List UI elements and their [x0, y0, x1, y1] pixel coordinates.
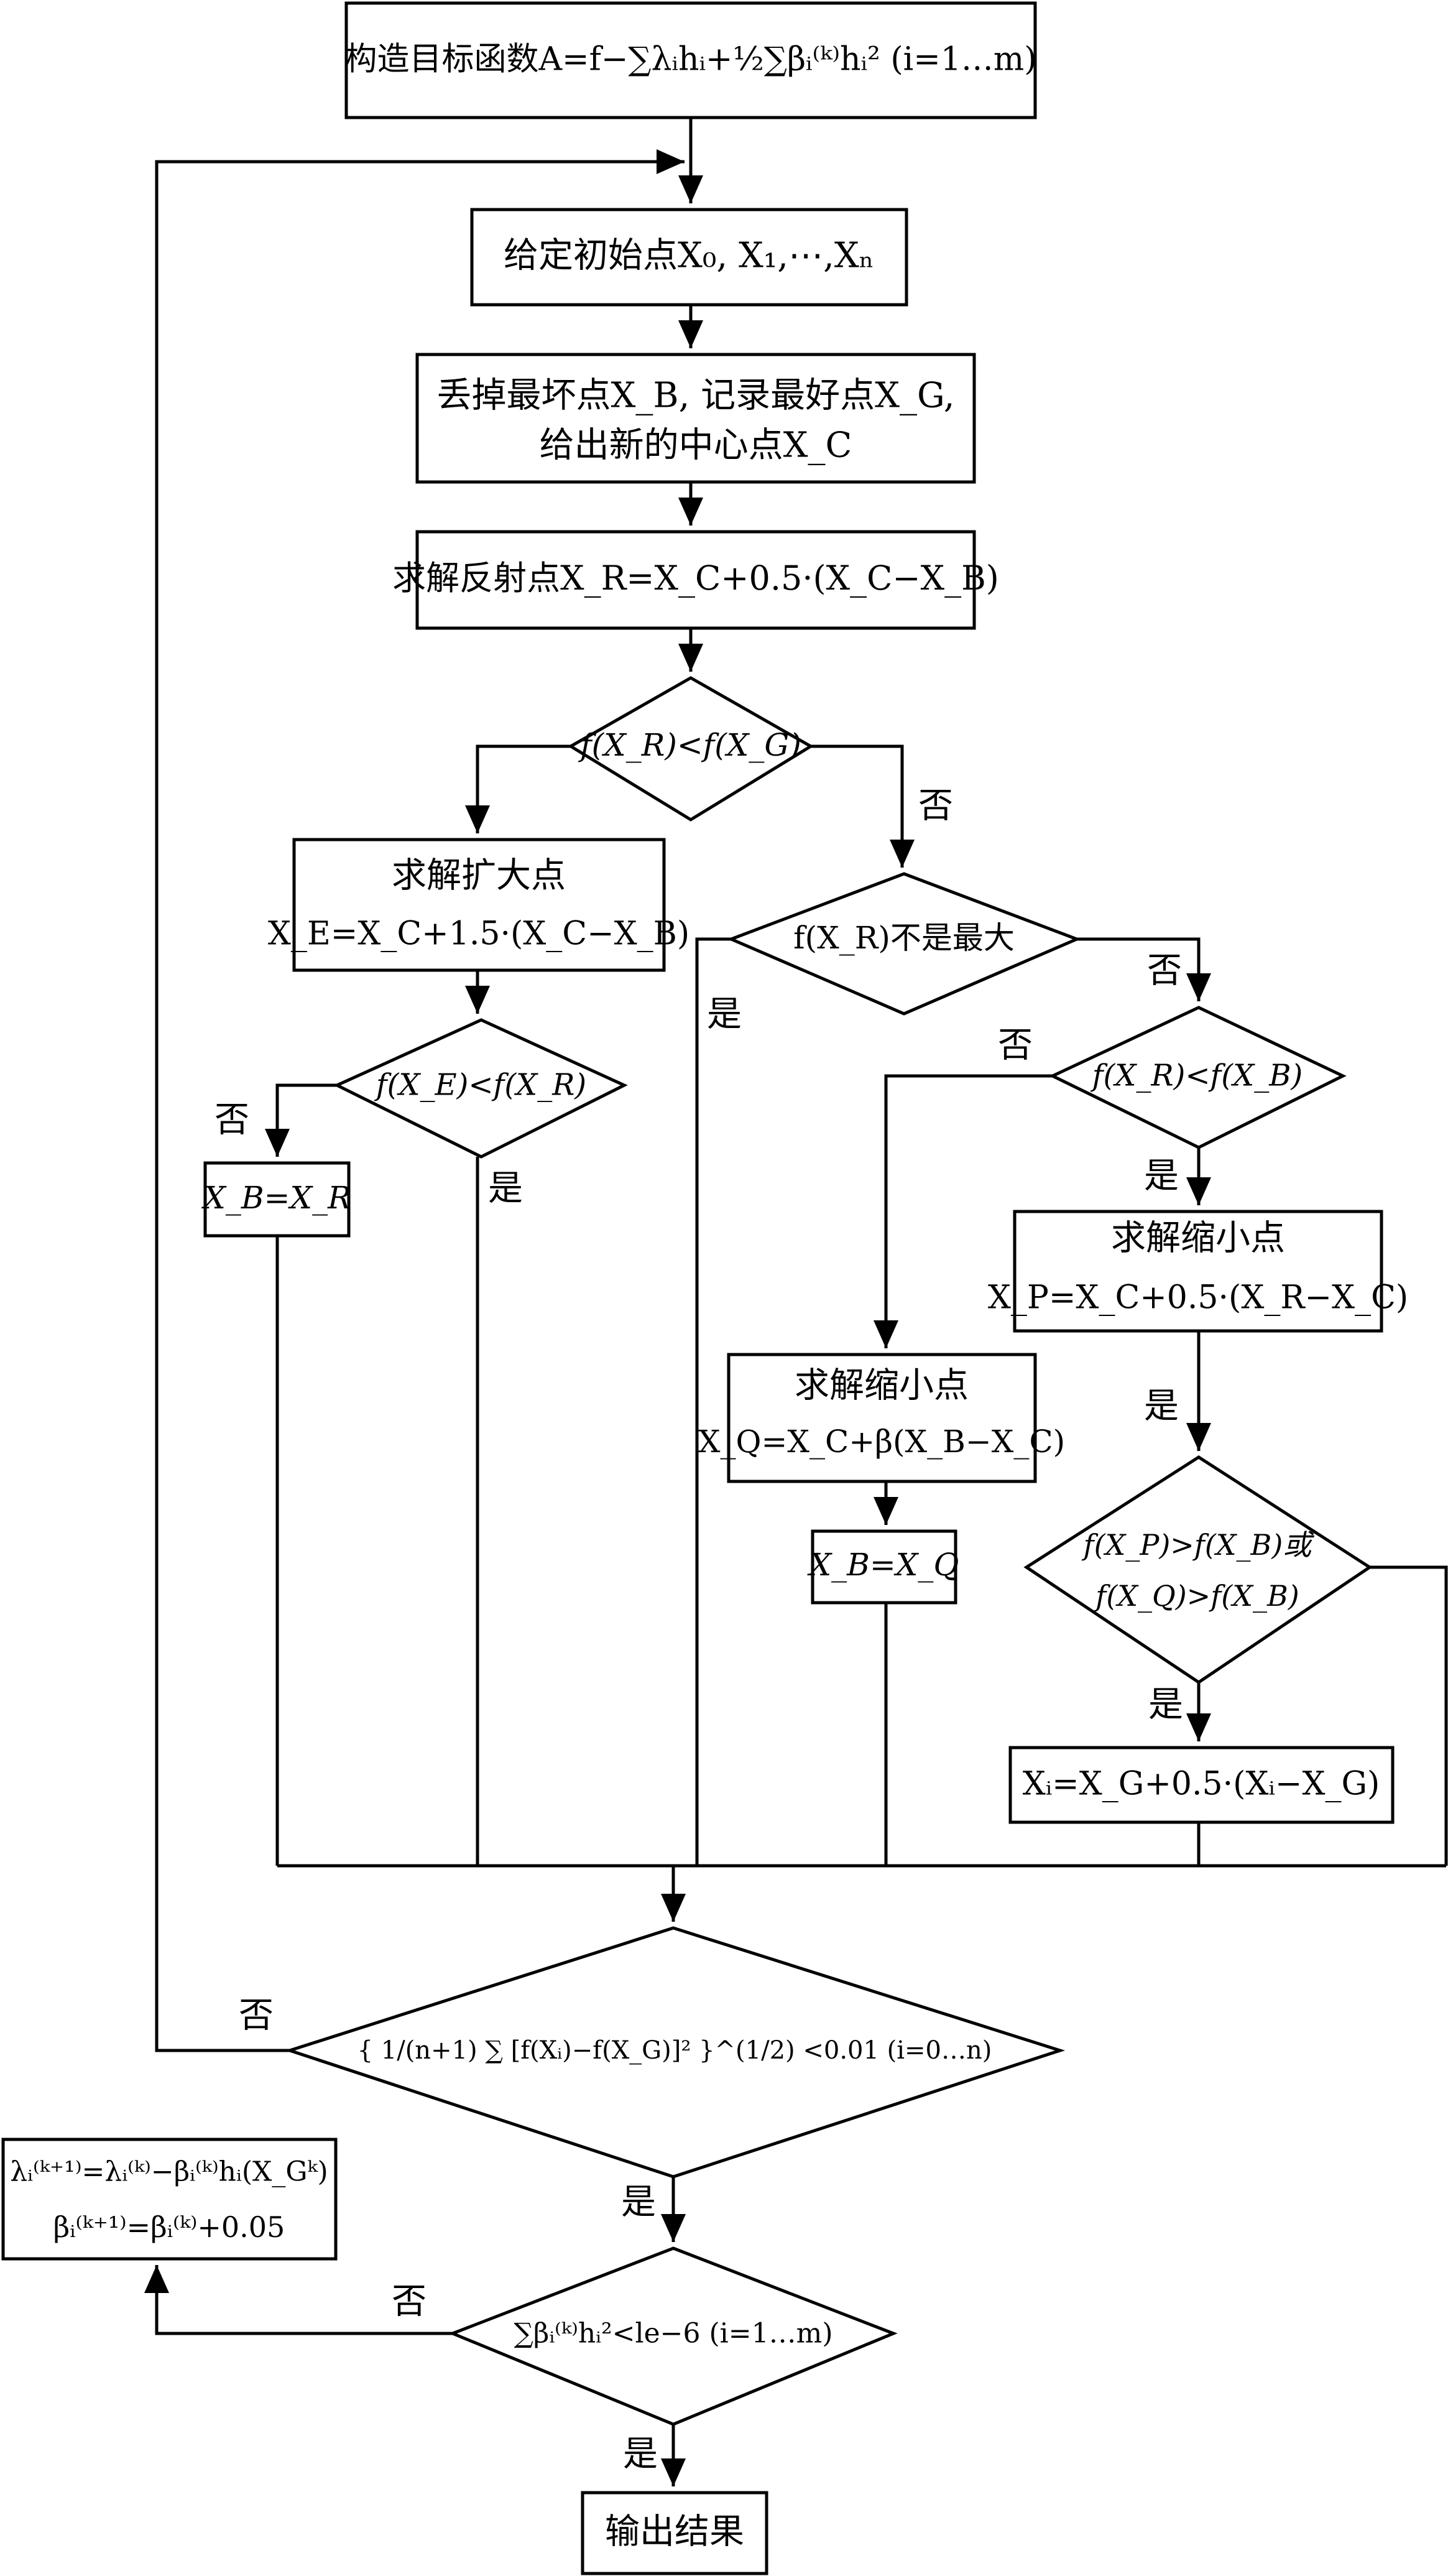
reflect-text: 求解反射点X_R=X_C+0.5·(X_C−X_B)	[392, 558, 999, 598]
cond-expand-text: f(X_E)<f(X_R)	[374, 1068, 586, 1103]
shrink-p-formula: X_P=X_C+0.5·(X_R−X_C)	[988, 1279, 1408, 1317]
expand-formula: X_E=X_C+1.5·(X_C−X_B)	[268, 915, 689, 953]
cond-notmax-diamond: f(X_R)不是最大	[727, 872, 1081, 1016]
label-no-converge: 否	[239, 1996, 274, 2036]
label-no-expand: 否	[214, 1100, 249, 1141]
label-yes-penalty: 是	[623, 2434, 658, 2475]
branch-labels: 否 否 是 否 否 是 是 是 是 否 是 否 是	[214, 786, 1183, 2475]
cond-pq-diamond: f(X_P)>f(X_B)或 f(X_Q)>f(X_B)	[1023, 1455, 1373, 1685]
arrow-condrb-shrinkq	[874, 1074, 1053, 1348]
label-yes-condrb: 是	[1144, 1156, 1179, 1197]
shrink-p-title: 求解缩小点	[1111, 1218, 1285, 1259]
expand-title: 求解扩大点	[392, 856, 566, 896]
label-no-condrb: 否	[998, 1026, 1033, 1066]
cond-pq-line1: f(X_P)>f(X_B)或	[1082, 1528, 1315, 1562]
objective-box: 构造目标函数A=f−∑λᵢhᵢ+½∑βᵢ⁽ᵏ⁾hᵢ² (i=1…m)	[344, 1, 1037, 119]
converge-text: { 1/(n+1) ∑ [f(Xᵢ)−f(X_G)]² }^(1/2) <0.0…	[357, 2036, 992, 2065]
shrink-q-title: 求解缩小点	[795, 1366, 969, 1406]
connectors	[144, 118, 1448, 2486]
reflect-box: 求解反射点X_R=X_C+0.5·(X_C−X_B)	[392, 530, 999, 630]
penalty-diamond: ∑βᵢ⁽ᵏ⁾hᵢ²<le−6 (i=1…m)	[448, 2246, 898, 2426]
label-no-reflect: 否	[918, 786, 953, 827]
init-box: 给定初始点X₀, X₁,⋯,Xₙ	[470, 208, 908, 307]
multiplier-line2: βᵢ⁽ᵏ⁺¹⁾=βᵢ⁽ᵏ⁾+0.05	[53, 2210, 285, 2244]
expand-box: 求解扩大点 X_E=X_C+1.5·(X_C−X_B)	[268, 838, 689, 972]
arrow-cond-expand	[465, 744, 571, 833]
label-yes-shrinkp: 是	[1144, 1386, 1179, 1427]
arrow-cond-notmax	[811, 744, 915, 868]
multiplier-line1: λᵢ⁽ᵏ⁺¹⁾=λᵢ⁽ᵏ⁾−βᵢ⁽ᵏ⁾hᵢ(X_Gᵏ)	[10, 2156, 328, 2188]
label-yes-notmax: 是	[707, 994, 742, 1035]
cond-rb-diamond: f(X_R)<f(X_B)	[1049, 1006, 1347, 1149]
label-no-notmax: 否	[1147, 951, 1182, 991]
shrink-q-box: 求解缩小点 X_Q=X_C+β(X_B−X_C)	[698, 1353, 1065, 1483]
cond-reflect-text: f(X_R)<f(X_G)	[578, 727, 801, 763]
multiplier-box: λᵢ⁽ᵏ⁺¹⁾=λᵢ⁽ᵏ⁾−βᵢ⁽ᵏ⁾hᵢ(X_Gᵏ) βᵢ⁽ᵏ⁺¹⁾=βᵢ⁽ᵏ…	[1, 2138, 338, 2261]
arrow-converge-loop	[155, 149, 685, 2052]
line-condpq-no	[1370, 1565, 1448, 1866]
converge-diamond: { 1/(n+1) ∑ [f(Xᵢ)−f(X_G)]² }^(1/2) <0.0…	[284, 1926, 1066, 2179]
assign-xq-text: X_B=X_Q	[807, 1547, 959, 1583]
arrow-expandcond-assign	[265, 1083, 337, 1157]
init-text: 给定初始点X₀, X₁,⋯,Xₙ	[504, 236, 874, 276]
penalty-text: ∑βᵢ⁽ᵏ⁾hᵢ²<le−6 (i=1…m)	[514, 2318, 832, 2350]
cond-rb-text: f(X_R)<f(X_B)	[1091, 1059, 1303, 1093]
label-yes-condpq: 是	[1148, 1685, 1183, 1725]
label-no-penalty: 否	[392, 2282, 427, 2322]
arrow-penalty-multiplier	[144, 2265, 453, 2335]
update-xi-text: Xᵢ=X_G+0.5·(Xᵢ−X_G)	[1023, 1766, 1380, 1803]
shrink-p-box: 求解缩小点 X_P=X_C+0.5·(X_R−X_C)	[988, 1210, 1408, 1333]
shrink-q-formula: X_Q=X_C+β(X_B−X_C)	[698, 1424, 1065, 1460]
label-yes-expand: 是	[488, 1169, 523, 1209]
line-notmax-yes	[695, 937, 731, 1866]
arrow-notmax-condrb	[1077, 937, 1211, 1001]
drop-text-line2: 给出新的中心点X_C	[540, 425, 852, 466]
cond-reflect-diamond: f(X_R)<f(X_G)	[568, 676, 814, 822]
output-box: 输出结果	[581, 2491, 768, 2575]
label-yes-converge: 是	[621, 2182, 656, 2223]
cond-expand-diamond: f(X_E)<f(X_R)	[333, 1018, 628, 1159]
assign-xr-text: X_B=X_R	[201, 1180, 351, 1216]
assign-xq-box: X_B=X_Q	[807, 1529, 959, 1605]
assign-xr-box: X_B=X_R	[201, 1161, 351, 1238]
output-text: 输出结果	[605, 2512, 744, 2552]
drop-text-line1: 丢掉最坏点X_B, 记录最好点X_G,	[436, 376, 954, 416]
cond-notmax-text: f(X_R)不是最大	[793, 920, 1015, 956]
cond-pq-line2: f(X_Q)>f(X_B)	[1094, 1579, 1299, 1613]
update-xi-box: Xᵢ=X_G+0.5·(Xᵢ−X_G)	[1008, 1746, 1395, 1824]
drop-box: 丢掉最坏点X_B, 记录最好点X_G, 给出新的中心点X_C	[415, 353, 976, 484]
objective-text: 构造目标函数A=f−∑λᵢhᵢ+½∑βᵢ⁽ᵏ⁾hᵢ² (i=1…m)	[344, 41, 1036, 78]
